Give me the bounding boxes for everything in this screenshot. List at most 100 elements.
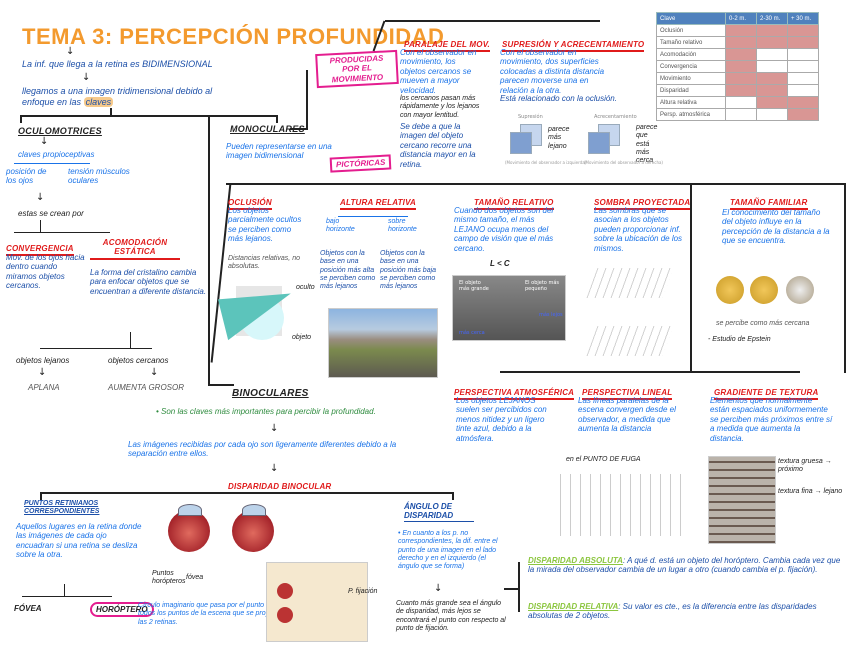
familiar-note: se percibe como más cercana — [716, 320, 810, 327]
disparidad-absoluta-heading: DISPARIDAD ABSOLUTA — [528, 556, 623, 565]
convergencia-text: Mov. de los ojos hacia dentro cuando mir… — [6, 253, 85, 291]
aumenta-grosor-label: AUMENTA GROSOR — [108, 383, 185, 392]
objeto-label: objeto — [292, 334, 312, 341]
table-row-label: Oclusión — [656, 24, 726, 37]
table-row-label: Disparidad — [656, 84, 726, 97]
familiar-text: El conocimiento del tamaño del objeto in… — [722, 208, 830, 246]
intro-line2a: llegamos a una imagen tridimensional deb… — [22, 86, 213, 96]
horopter-diagram — [266, 562, 368, 642]
puntos-retinianos-text: Aquellos lugares en la retina donde las … — [16, 522, 142, 560]
people-photo: El objeto más grande El objeto más peque… — [452, 275, 566, 341]
arrow-down-icon: ↓ — [434, 583, 443, 594]
binoculares-text2: Las imágenes recibidas por cada ojo son … — [128, 440, 397, 459]
table-row-label: Tamaño relativo — [656, 36, 726, 49]
table-cell-empty — [725, 96, 757, 109]
pictoricas-box: PICTÓRICAS — [329, 154, 392, 174]
table-cell-empty — [787, 60, 819, 73]
movimiento-box: PRODUCIDAS POR EL MOVIMIENTO — [315, 49, 399, 89]
table-cell-active — [756, 36, 788, 49]
angulo-text2: Cuanto más grande sea el ángulo de dispa… — [396, 600, 506, 632]
epstein-study: - Estudio de Epstein — [708, 336, 771, 343]
table-cell-active — [787, 24, 819, 37]
arrow-down-icon: ↓ — [270, 423, 279, 434]
altura-heading: ALTURA RELATIVA — [340, 192, 417, 211]
table-cell-empty — [787, 72, 819, 85]
horoptero-text: Círculo imaginario que pasa por el punto… — [138, 602, 341, 626]
tension-musculos: tensión músculos oculares — [68, 167, 130, 186]
coin-2 — [750, 276, 778, 304]
acomodacion-text: La forma del cristalino cambia para enfo… — [90, 268, 207, 296]
acomodacion-heading: ACOMODACIÓN ESTÁTICA — [90, 238, 180, 260]
table-cell-empty — [787, 48, 819, 61]
perspective-drawing — [560, 474, 688, 536]
supresion-fig-caption: (Movimiento del observador a izquierda) — [505, 160, 587, 165]
arrow-down-icon: ↓ — [150, 367, 159, 378]
table-header-2-30: 2-30 m. — [756, 12, 788, 25]
supresion-text2: Está relacionado con la oclusión. — [500, 94, 617, 103]
table-row: Persp. atmosférica — [656, 108, 819, 121]
lineal-heading: PERSPECTIVA LINEAL — [582, 382, 673, 401]
supresion-heading: SUPRESIÓN Y ACRECENTAMIENTO — [502, 34, 645, 53]
table-header-clave: Clave — [656, 12, 726, 25]
textura-text: Elementos que normalmente están espaciad… — [710, 396, 833, 443]
table-cell-active — [725, 24, 757, 37]
arrow-down-icon: ↓ — [38, 367, 47, 378]
shadow-grid-2 — [586, 326, 674, 356]
intro-line1: La inf. que llega a la retina es BIDIMEN… — [22, 59, 213, 69]
paralaje-heading: PARALAJE DEL MOV. — [404, 34, 490, 53]
arrow-down-icon: ↓ — [270, 463, 279, 474]
binoculares-heading: BINOCULARES — [232, 388, 309, 399]
table-header-30: + 30 m. — [787, 12, 819, 25]
table-row-label: Movimiento — [656, 72, 726, 85]
table-cell-active — [787, 96, 819, 109]
table-cell-active — [725, 60, 757, 73]
table-cell-empty — [756, 108, 788, 121]
table-row: Altura relativa — [656, 96, 819, 109]
claves-propioceptivas: claves propioceptivas — [18, 150, 95, 159]
table-row: Disparidad — [656, 84, 819, 97]
table-row-label: Persp. atmosférica — [656, 108, 726, 121]
textura-heading: GRADIENTE DE TEXTURA — [714, 382, 819, 401]
oclusion-text: Los objetos parcialmente ocultos se perc… — [228, 206, 302, 244]
table-cell-empty — [787, 84, 819, 97]
table-cell-empty — [725, 108, 757, 121]
atmosferica-heading: PERSPECTIVA ATMOSFÉRICA — [454, 382, 575, 401]
table-cell-active — [725, 48, 757, 61]
eye-diagram-left — [168, 504, 210, 552]
oclusion-note: Distancias relativas, no absolutas. — [228, 255, 300, 271]
oculomotrices-heading: OCULOMOTRICES — [18, 126, 102, 136]
coin-1 — [716, 276, 744, 304]
table-cell-active — [756, 72, 788, 85]
disparidad-absoluta-text: : A qué d. está un objeto del horóptero.… — [528, 556, 841, 575]
coin-3 — [786, 276, 814, 304]
table-cell-active — [725, 72, 757, 85]
formula: L < C — [490, 259, 510, 268]
fovea-label: FÓVEA — [14, 604, 42, 613]
fovea-img-label: fóvea — [186, 574, 204, 581]
bajo-horizonte: bajo horizonte — [326, 218, 355, 234]
eye-diagram-right — [232, 504, 274, 552]
supresion-text1: Con el observador en movimiento, dos sup… — [500, 48, 605, 95]
arrow-down-icon: ↓ — [82, 72, 91, 83]
monoculares-heading: MONOCULARES — [230, 124, 305, 134]
convergencia-heading: CONVERGENCIA — [6, 238, 74, 257]
intro-line2b: enfoque en las — [22, 96, 82, 107]
table-row: Convergencia — [656, 60, 819, 73]
arrow-down-icon: ↓ — [40, 136, 49, 147]
sobre-horizonte: sobre horizonte — [388, 218, 417, 234]
horoptero-label: HORÓPTERO — [90, 602, 154, 618]
disparidad-relativa-text: : Su valor es cte., es la diferencia ent… — [528, 602, 817, 621]
table-cell-active — [756, 84, 788, 97]
table-cell-active — [756, 24, 788, 37]
table-row: Tamaño relativo — [656, 36, 819, 49]
table-cell-active — [787, 108, 819, 121]
disparidad-relativa: DISPARIDAD RELATIVA: Su valor es cte., e… — [528, 602, 844, 621]
sobre-horizonte-text: Objetos con la base en una posición más … — [380, 250, 437, 290]
p-fijacion-label: P. fijación — [348, 588, 378, 595]
table-cell-active — [725, 36, 757, 49]
arrow-down-icon: ↓ — [66, 46, 75, 57]
estas-se-crean: estas se crean por — [18, 209, 84, 218]
atmosferica-text: Los objetos LEJANOS suelen ser percibido… — [456, 396, 547, 443]
table-row-label: Convergencia — [656, 60, 726, 73]
